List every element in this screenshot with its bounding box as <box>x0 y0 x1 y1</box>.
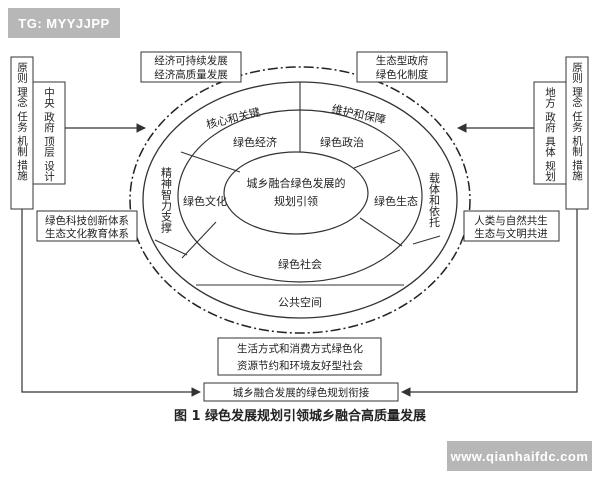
left-mid-line-2: 生态文化教育体系 <box>45 227 129 240</box>
center-ellipse <box>223 151 369 235</box>
inner-top-right-label: 绿色政治 <box>320 135 364 149</box>
left-inner-column <box>32 81 66 185</box>
bottom-bar <box>203 382 399 402</box>
right-mid-line-1: 人类与自然共生 <box>474 214 548 227</box>
ring-left-label: 精神智力支撑 <box>160 167 173 233</box>
right-mid-box <box>463 210 560 242</box>
bottom-bar-label: 城乡融合发展的绿色规划衔接 <box>233 386 370 399</box>
right-outer-column-text: 原则 理念 任务 机制 措施 <box>571 62 583 181</box>
left-mid-box <box>36 210 138 242</box>
right-inner-column-text: 地方 政府 具体 规划 <box>544 86 556 181</box>
outer-ellipse <box>129 66 471 334</box>
top-right-line-2: 绿色化制度 <box>376 68 429 81</box>
left-inner-column-text: 中央 政府 顶层 设计 <box>43 86 55 182</box>
right-mid-line-2: 生态与文明共进 <box>474 227 548 240</box>
bottom-box <box>217 337 382 376</box>
inner-top-left-label: 绿色经济 <box>233 135 277 149</box>
right-inner-column <box>533 81 567 185</box>
center-line-1: 城乡融合绿色发展的 <box>247 176 346 190</box>
top-left-line-2: 经济高质量发展 <box>154 68 228 81</box>
segment-dividers <box>154 82 441 286</box>
connector-arrows <box>21 123 578 397</box>
watermark-bottom: www.qianhaifdc.com <box>447 441 592 471</box>
center-line-2: 规划引领 <box>274 194 318 208</box>
inner-bottom-label: 绿色社会 <box>278 257 322 271</box>
bottom-box-line-1: 生活方式和消费方式绿色化 <box>237 342 363 355</box>
top-left-box <box>140 51 242 83</box>
inner-left-label: 绿色文化 <box>183 194 227 208</box>
watermark-top: TG: MYYJJPP <box>8 8 120 38</box>
ring-bottom-label: 公共空间 <box>278 295 322 309</box>
left-outer-column-text: 原则 理念 任务 机制 措施 <box>16 62 28 181</box>
top-left-line-1: 经济可持续发展 <box>154 54 228 67</box>
bottom-box-line-2: 资源节约和环境友好型社会 <box>237 359 363 372</box>
figure-caption: 图 1 绿色发展规划引领城乡融合高质量发展 <box>173 409 427 424</box>
top-right-box <box>356 51 448 83</box>
inner-right-label: 绿色生态 <box>374 194 418 208</box>
top-right-line-1: 生态型政府 <box>376 54 429 67</box>
ring-right-label: 载体和依托 <box>428 172 441 227</box>
left-mid-line-1: 绿色科技创新体系 <box>45 214 129 227</box>
